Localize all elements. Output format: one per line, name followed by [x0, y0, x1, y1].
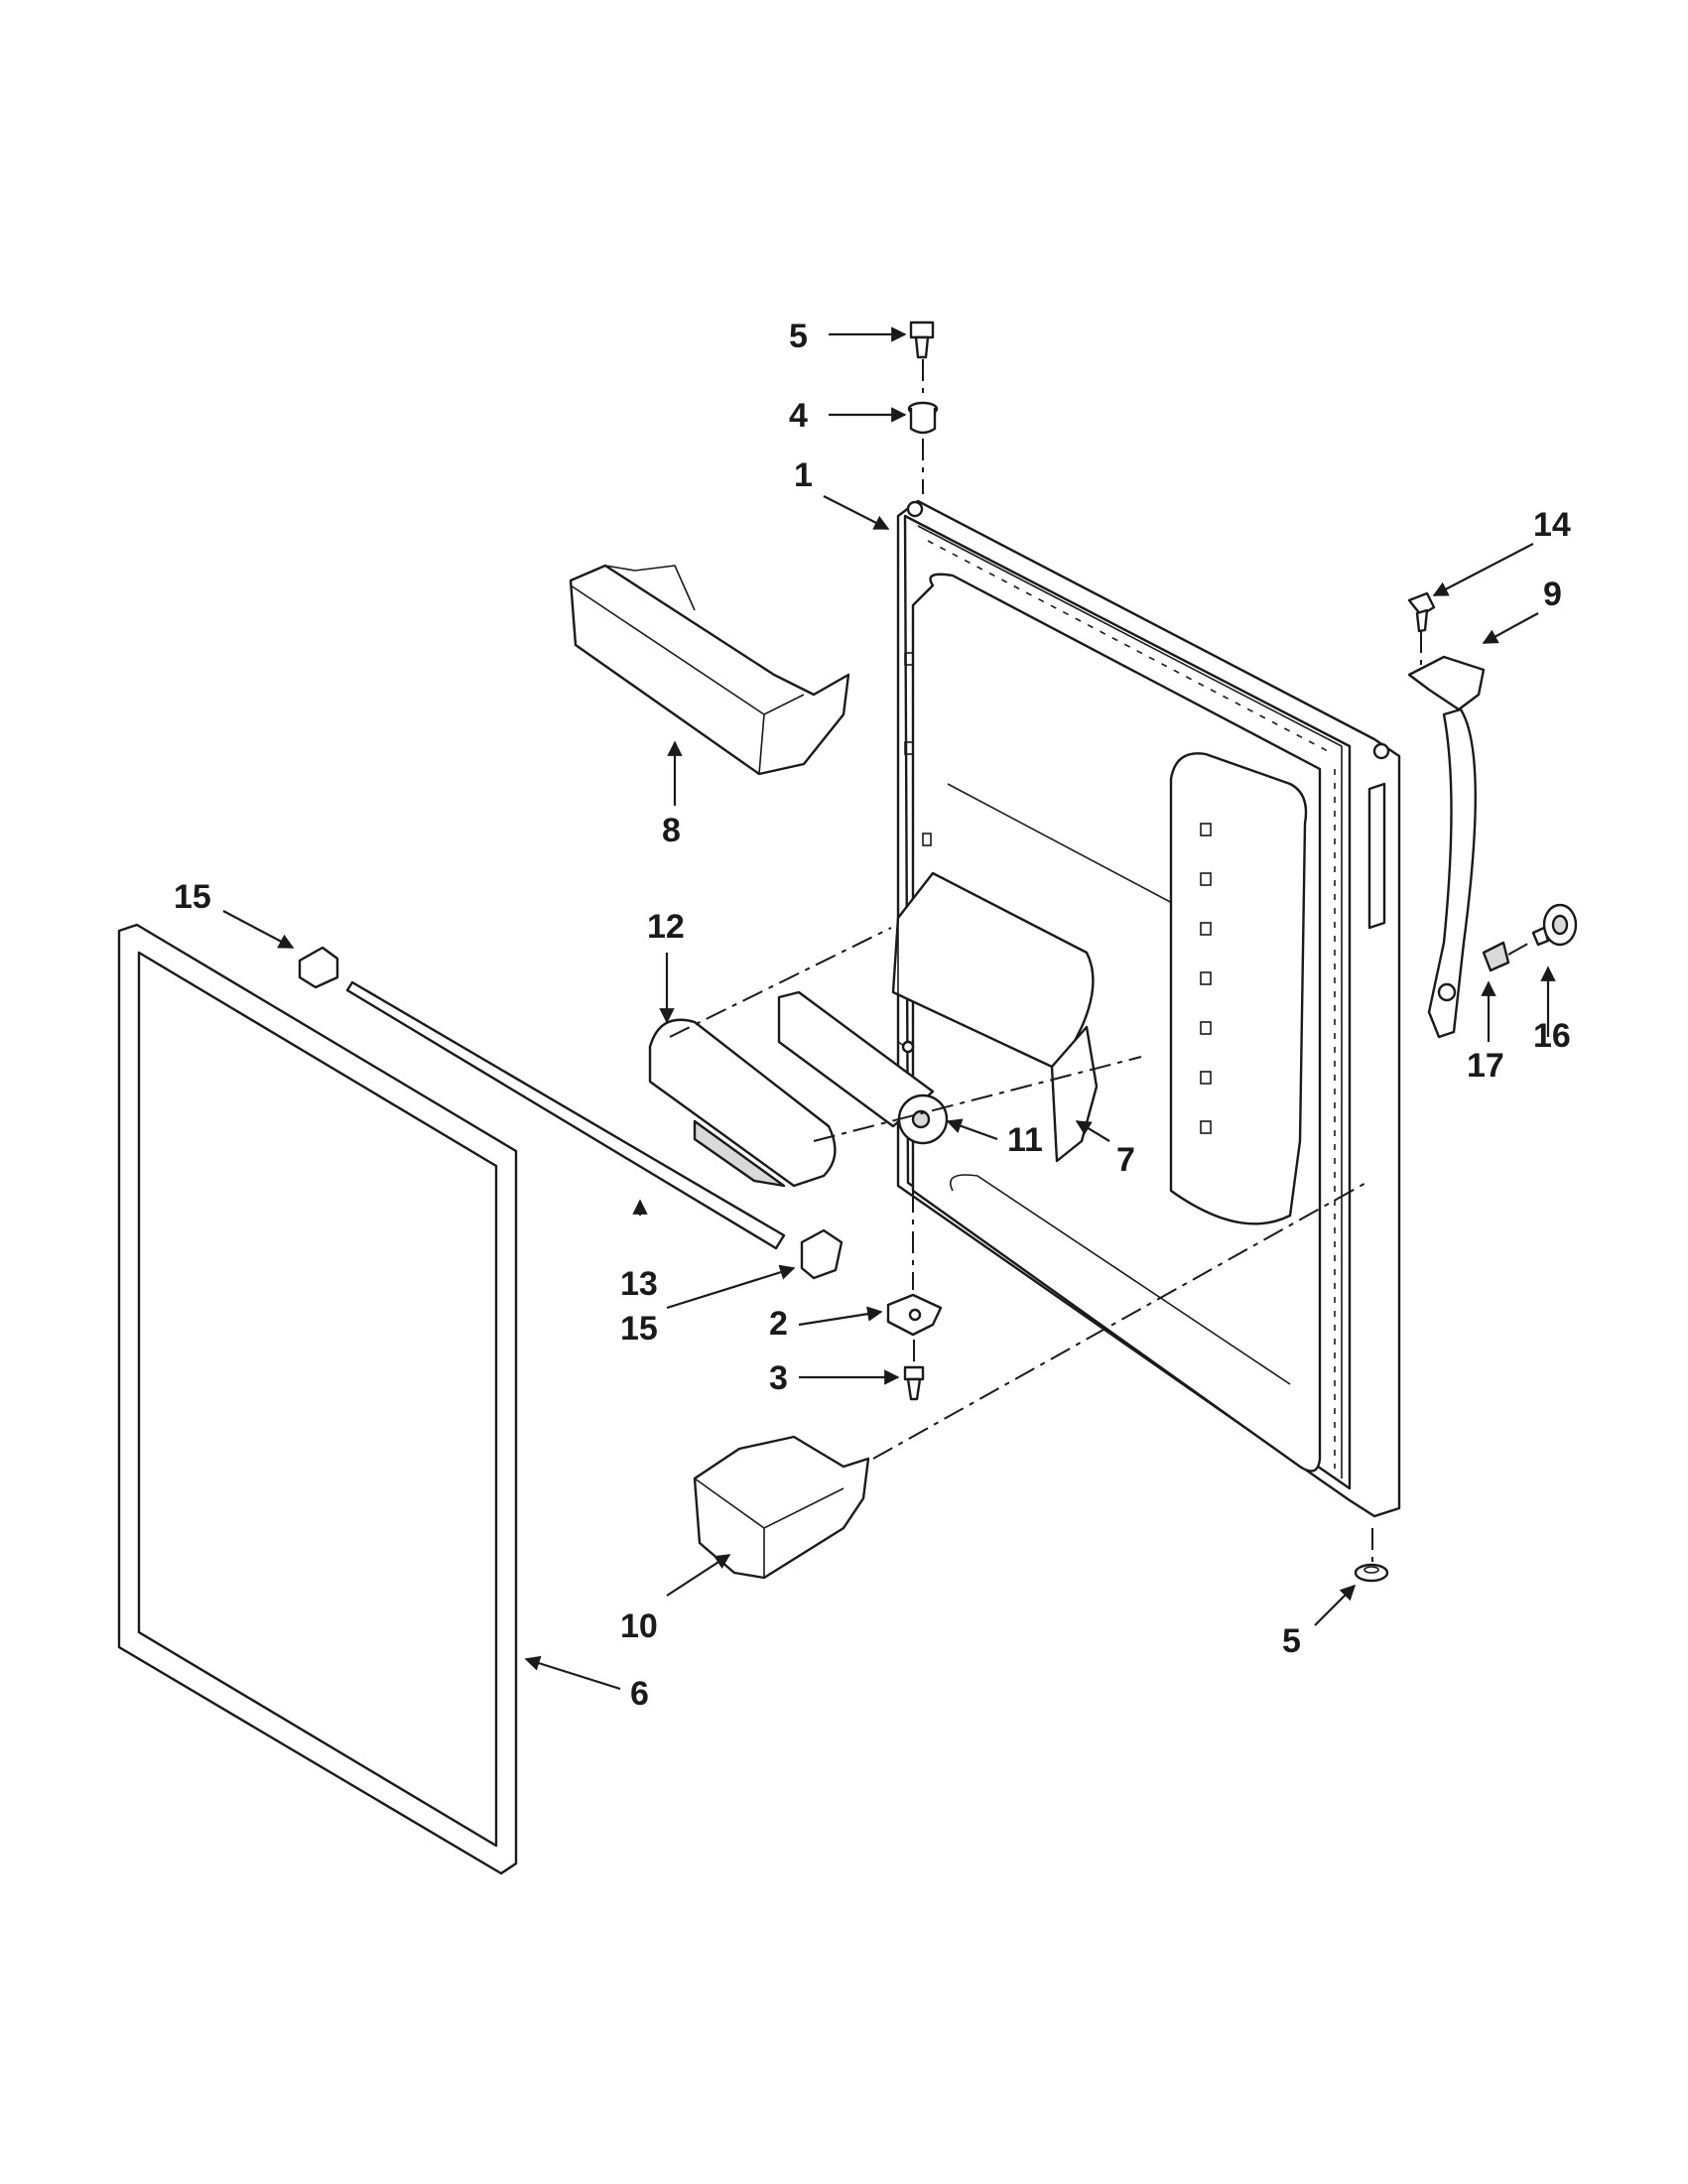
top-screw-part — [909, 321, 935, 359]
callout-5-bottom: 5 — [1282, 1622, 1301, 1660]
callout-3: 3 — [769, 1359, 788, 1397]
callout-4: 4 — [789, 397, 808, 435]
callout-2: 2 — [769, 1305, 788, 1343]
callout-16: 16 — [1533, 1017, 1571, 1055]
bottom-washer-part — [1354, 1563, 1389, 1583]
lower-door-bin-part — [693, 1435, 870, 1580]
callout-13: 13 — [620, 1265, 658, 1303]
gasket-rail-part — [345, 980, 786, 1250]
hinge-bushing-part — [907, 401, 939, 435]
assembly-lines — [669, 359, 1534, 1563]
rail-clip-part-top — [298, 946, 339, 989]
callout-15-top: 15 — [174, 878, 211, 916]
callout-15-bottom: 15 — [620, 1310, 658, 1348]
dairy-bin-part — [777, 990, 949, 1145]
callout-10: 10 — [620, 1607, 658, 1645]
door-liner-part — [896, 499, 1401, 1518]
callout-11: 11 — [1007, 1121, 1043, 1159]
door-handle-part — [1407, 655, 1486, 1039]
callout-7: 7 — [1116, 1141, 1135, 1179]
callout-12: 12 — [647, 908, 685, 946]
hinge-screw-part — [903, 1365, 925, 1401]
lower-hinge-bracket-part — [886, 1293, 943, 1337]
callout-1: 1 — [794, 456, 813, 494]
spring-part — [1482, 941, 1510, 972]
callout-17: 17 — [1467, 1047, 1504, 1085]
callout-8: 8 — [662, 812, 681, 849]
leader-arrows — [222, 326, 1556, 1691]
callout-6: 6 — [630, 1675, 649, 1713]
button-cap-part — [1531, 903, 1578, 947]
handle-screw-part — [1407, 591, 1436, 633]
callout-9: 9 — [1543, 576, 1562, 613]
dairy-door-cover-part — [648, 1018, 837, 1188]
callout-14: 14 — [1533, 506, 1571, 544]
door-gasket-part — [117, 923, 518, 1875]
rail-clip-part-bottom — [800, 1228, 844, 1280]
callout-5-top: 5 — [789, 318, 808, 355]
callout-labels: 5 4 1 14 9 8 15 12 11 7 17 16 13 15 2 3 … — [174, 318, 1571, 1713]
upper-door-bin-part — [569, 564, 850, 776]
